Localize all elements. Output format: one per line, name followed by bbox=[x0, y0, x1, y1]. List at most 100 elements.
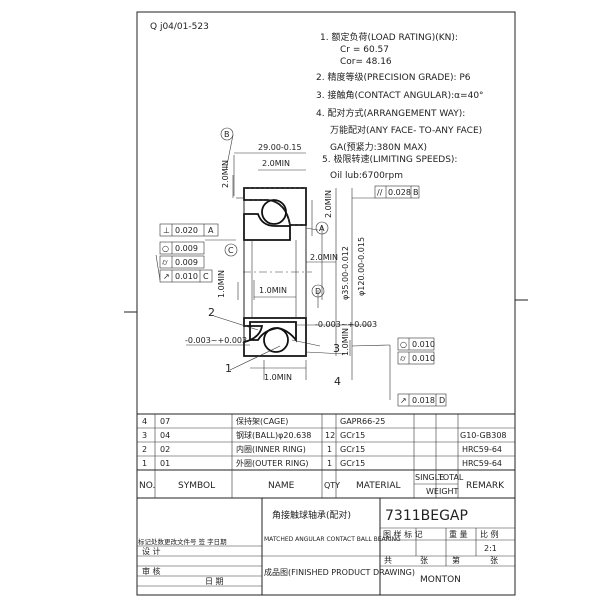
svg-text:GCr15: GCr15 bbox=[340, 459, 365, 468]
svg-text:0.010: 0.010 bbox=[412, 354, 435, 363]
svg-text:2: 2 bbox=[142, 445, 147, 454]
note-cor: Cor= 48.16 bbox=[340, 57, 392, 67]
parts-row: 3 04 钢球(BALL)φ20.638 12 GCr15 G10-GB308 bbox=[142, 430, 507, 440]
sheet-number-label: 第 bbox=[452, 555, 460, 565]
svg-text:04: 04 bbox=[160, 431, 170, 440]
header-name: NAME bbox=[268, 481, 295, 491]
parts-row: 4 07 保持架(CAGE) GAPR66-25 bbox=[142, 416, 385, 426]
svg-text:HRC59-64: HRC59-64 bbox=[462, 459, 502, 468]
svg-text:C: C bbox=[228, 246, 234, 255]
dim-2min-top: 2.0MIN bbox=[262, 159, 290, 168]
outer-ring-upper bbox=[243, 187, 307, 226]
header-material: MATERIAL bbox=[356, 481, 401, 491]
header-single: SINGLE bbox=[415, 473, 444, 482]
note-cr: Cr = 60.57 bbox=[340, 45, 389, 55]
check-label: 审 核 bbox=[142, 566, 161, 576]
svg-text:4: 4 bbox=[142, 417, 147, 426]
svg-text:0.009: 0.009 bbox=[175, 258, 198, 267]
svg-text:0.018: 0.018 bbox=[412, 396, 435, 405]
sheet-total-label: 共 bbox=[384, 556, 392, 565]
datum-d-marker: D bbox=[311, 284, 325, 298]
parts-list: 4 07 保持架(CAGE) GAPR66-25 3 04 钢球(BALL)φ2… bbox=[137, 413, 515, 499]
circularity-frame-right: ○ 0.010 bbox=[397, 337, 435, 351]
width-dimension: 29.00-0.15 bbox=[258, 143, 302, 152]
svg-text:02: 02 bbox=[160, 445, 170, 454]
note-1: 1. 额定负荷(LOAD RATING)(KN): bbox=[320, 31, 458, 43]
standout-inner: -0.003~+0.003 bbox=[315, 320, 377, 329]
bearing-section bbox=[243, 187, 312, 357]
scale-value: 2:1 bbox=[484, 544, 497, 553]
svg-text:12: 12 bbox=[325, 431, 335, 440]
company-name: MONTON bbox=[420, 575, 461, 585]
datum-c-marker: C bbox=[224, 243, 238, 257]
svg-text:外圈(OUTER RING): 外圈(OUTER RING) bbox=[236, 458, 309, 468]
header-no: NO. bbox=[139, 481, 155, 491]
svg-text:0.010: 0.010 bbox=[412, 340, 435, 349]
svg-text:01: 01 bbox=[160, 459, 170, 468]
svg-text:1: 1 bbox=[327, 459, 332, 468]
svg-text:⌭: ⌭ bbox=[400, 354, 406, 363]
item-2-label: 2 bbox=[208, 306, 215, 319]
svg-text:B: B bbox=[224, 130, 230, 139]
svg-text:保持架(CAGE): 保持架(CAGE) bbox=[236, 416, 288, 426]
svg-text:D: D bbox=[315, 287, 321, 296]
bore-dimension: φ35.00-0.012 bbox=[341, 246, 350, 300]
scale-label: 比 例 bbox=[480, 529, 499, 539]
dim-2min-mid: 2.0MIN bbox=[310, 253, 338, 262]
header-total: TOTAL bbox=[437, 473, 464, 482]
svg-text:GCr15: GCr15 bbox=[340, 431, 365, 440]
date-label: 日 期 bbox=[205, 577, 224, 586]
svg-text:○: ○ bbox=[400, 340, 407, 349]
svg-text:钢球(BALL)φ20.638: 钢球(BALL)φ20.638 bbox=[236, 430, 311, 440]
note-2: 2. 精度等级(PRECISION GRADE): P6 bbox=[316, 71, 471, 83]
svg-text:A: A bbox=[319, 224, 325, 233]
dim-1min-mid: 1.0MIN bbox=[259, 286, 287, 295]
svg-text:内圈(INNER RING): 内圈(INNER RING) bbox=[236, 444, 306, 454]
drawing-subtitle: 成品图(FINISHED PRODUCT DRAWING) bbox=[264, 567, 415, 577]
sheet-number-suffix: 张 bbox=[490, 556, 498, 565]
svg-text:GCr15: GCr15 bbox=[340, 445, 365, 454]
svg-text:↗: ↗ bbox=[163, 272, 170, 281]
header-qty: QTY bbox=[324, 481, 340, 490]
inner-ring-upper bbox=[243, 213, 291, 241]
revision-header: 标记处数更改文件号 签 字日期 bbox=[138, 537, 227, 546]
svg-text:1: 1 bbox=[142, 459, 147, 468]
dim-1min-bottom: 1.0MIN bbox=[264, 373, 292, 382]
svg-text:⊥: ⊥ bbox=[163, 226, 170, 235]
stage-mark-label: 图 样 标 记 bbox=[383, 529, 423, 539]
note-5: 5. 极限转速(LIMITING SPEEDS): bbox=[322, 153, 457, 165]
svg-text:D: D bbox=[439, 396, 445, 405]
svg-text:0.028: 0.028 bbox=[388, 188, 411, 197]
note-4b: GA(预紧力:380N MAX) bbox=[330, 141, 427, 153]
technical-notes: 1. 额定负荷(LOAD RATING)(KN): Cr = 60.57 Cor… bbox=[316, 31, 484, 181]
title-block: 7311BEGAP 角接触球轴承(配对) MATCHED ANGULAR CON… bbox=[137, 498, 515, 595]
svg-text:0.010: 0.010 bbox=[175, 272, 198, 281]
svg-text:C: C bbox=[203, 272, 209, 281]
header-weight: WEIGHT bbox=[426, 487, 459, 496]
dim-2min-left: 2.0MIN bbox=[221, 160, 230, 188]
outer-ring-lower bbox=[243, 317, 307, 357]
model-number: 7311BEGAP bbox=[385, 508, 468, 524]
svg-text:1: 1 bbox=[327, 445, 332, 454]
svg-text:3: 3 bbox=[142, 431, 147, 440]
parts-row: 2 02 内圈(INNER RING) 1 GCr15 HRC59-64 bbox=[142, 444, 502, 454]
cylindricity-frame-right: ⌭ 0.010 bbox=[397, 351, 435, 365]
title-english: MATCHED ANGULAR CONTACT BALL BEARING bbox=[264, 536, 401, 543]
runout-frame-c: ↗ 0.010 C bbox=[159, 269, 213, 283]
inner-ring-lower bbox=[249, 321, 297, 343]
item-1-label: 1 bbox=[225, 362, 232, 375]
cylindricity-frame: ⌭ 0.009 bbox=[159, 255, 205, 269]
svg-text:G10-GB308: G10-GB308 bbox=[460, 431, 507, 440]
ball-upper bbox=[261, 199, 287, 225]
svg-text:↗: ↗ bbox=[400, 396, 407, 405]
perpendicularity-frame: ⊥ 0.020 A bbox=[159, 223, 219, 237]
circularity-frame: ○ 0.009 bbox=[159, 241, 205, 255]
dim-1min-right: 1.0MIN bbox=[341, 328, 350, 356]
drawing-number: Q j04/01-523 bbox=[150, 22, 209, 32]
sheet-total-suffix: 张 bbox=[420, 556, 428, 565]
datum-a-marker: A bbox=[315, 221, 329, 235]
note-4: 4. 配对方式(ARRANGEMENT WAY): bbox=[316, 107, 465, 119]
note-3: 3. 接触角(CONTACT ANGULAR):α=40° bbox=[316, 89, 484, 101]
svg-text://: // bbox=[377, 188, 383, 197]
